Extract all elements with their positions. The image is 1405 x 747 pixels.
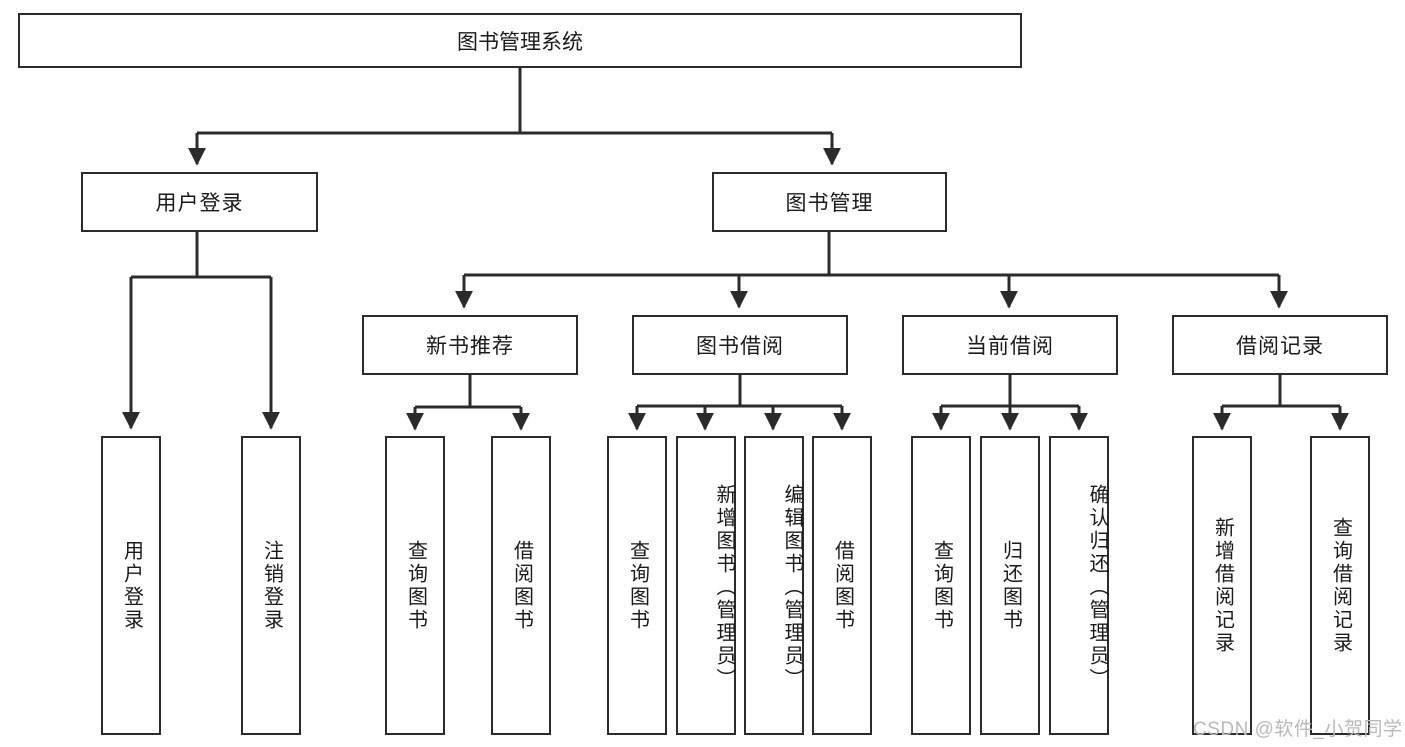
leaf-query-book-borrow[interactable]: 查询图书 bbox=[607, 436, 667, 735]
node-current-borrow[interactable]: 当前借阅 bbox=[902, 315, 1118, 375]
leaf-borrow-book[interactable]: 借阅图书 bbox=[812, 436, 872, 735]
node-borrow-record[interactable]: 借阅记录 bbox=[1172, 315, 1388, 375]
leaf-label: 新增借阅记录 bbox=[1211, 516, 1234, 655]
leaf-label: 用户登录 bbox=[120, 539, 143, 632]
leaf-logout-login[interactable]: 注销登录 bbox=[241, 436, 301, 735]
leaf-add-borrow-record[interactable]: 新增借阅记录 bbox=[1192, 436, 1252, 735]
leaf-label: 借阅图书 bbox=[831, 539, 854, 632]
leaf-label: 借阅图书 bbox=[510, 539, 533, 632]
node-new-book-recommend[interactable]: 新书推荐 bbox=[362, 315, 578, 375]
leaf-query-borrow-record[interactable]: 查询借阅记录 bbox=[1310, 436, 1370, 735]
leaf-confirm-return-admin[interactable]: 确认归还（管理员） bbox=[1049, 436, 1109, 735]
leaf-label: 查询图书 bbox=[404, 539, 427, 632]
leaf-label: 查询图书 bbox=[930, 539, 953, 632]
leaf-borrow-book-recommend[interactable]: 借阅图书 bbox=[491, 436, 551, 735]
leaf-label: 归还图书 bbox=[999, 539, 1022, 632]
leaf-add-book-admin[interactable]: 新增图书（管理员） bbox=[676, 436, 736, 735]
leaf-label: 编辑图书（管理员） bbox=[781, 484, 803, 691]
node-book-management[interactable]: 图书管理 bbox=[712, 172, 947, 232]
node-book-borrow[interactable]: 图书借阅 bbox=[632, 315, 848, 375]
leaf-return-book[interactable]: 归还图书 bbox=[980, 436, 1040, 735]
leaf-label: 注销登录 bbox=[260, 539, 283, 632]
csdn-watermark: CSDN @软件_小贺同学 bbox=[1193, 719, 1403, 740]
leaf-label: 查询借阅记录 bbox=[1329, 516, 1352, 655]
leaf-label: 确认归还（管理员） bbox=[1086, 484, 1108, 691]
node-user-login[interactable]: 用户登录 bbox=[81, 172, 318, 232]
leaf-label: 查询图书 bbox=[626, 539, 649, 632]
leaf-label: 新增图书（管理员） bbox=[713, 484, 735, 691]
node-root-system[interactable]: 图书管理系统 bbox=[18, 13, 1022, 68]
leaf-user-login[interactable]: 用户登录 bbox=[101, 436, 161, 735]
leaf-query-book-current[interactable]: 查询图书 bbox=[911, 436, 971, 735]
leaf-query-book-recommend[interactable]: 查询图书 bbox=[385, 436, 445, 735]
leaf-edit-book-admin[interactable]: 编辑图书（管理员） bbox=[744, 436, 804, 735]
